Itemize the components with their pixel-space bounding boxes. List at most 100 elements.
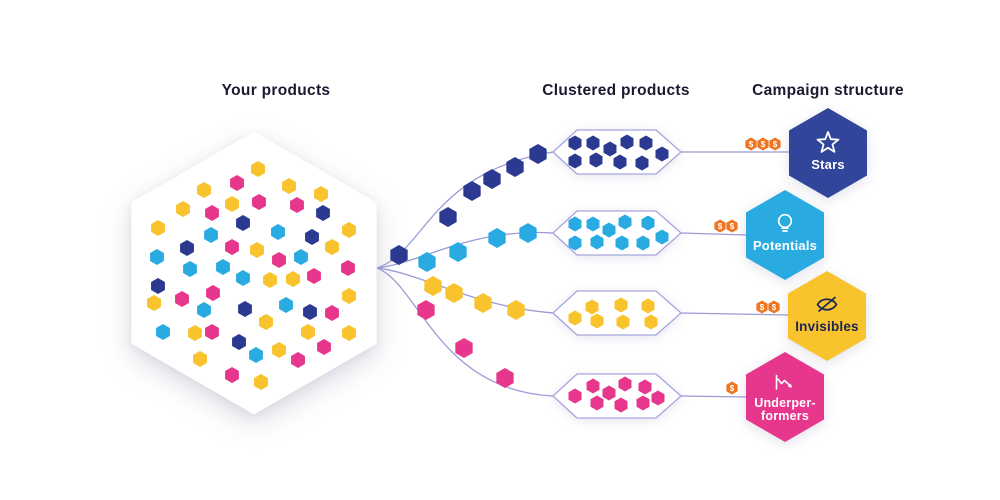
badge-underperformers-label-line1: Underper- [754, 396, 816, 410]
your-products-hexagon [131, 131, 377, 415]
product-hexagon [151, 220, 165, 236]
product-hexagon [259, 314, 273, 330]
flow-hexagon-stars [439, 207, 457, 227]
svg-text:$: $ [760, 303, 765, 312]
invisibles-hexagon [788, 271, 866, 361]
stars-hexagon [789, 108, 867, 198]
coin-icon: $ [768, 300, 780, 314]
flow-hexagon-stars [506, 157, 524, 177]
coin-icon: $ [756, 300, 768, 314]
product-hexagon [325, 239, 339, 255]
product-hexagon [232, 334, 246, 350]
flow-hexagon-potentials [418, 252, 436, 272]
svg-text:$: $ [730, 384, 735, 393]
coin-row: $$$$$$$$ [714, 137, 781, 395]
clustered-hexagon-stars [635, 155, 649, 171]
product-hexagon [175, 291, 189, 307]
cluster-containers [552, 129, 682, 419]
product-hexagon [252, 194, 266, 210]
product-hexagon [188, 325, 202, 341]
clustered-hexagon-underperformers [618, 376, 632, 392]
clustered-hexagon-underperformers [586, 378, 600, 394]
clustered-hexagon-invisibles [568, 310, 582, 326]
product-hexagon [205, 205, 219, 221]
product-hexagon [316, 205, 330, 221]
clustered-hexagon-underperformers [568, 388, 582, 404]
product-hexagon [271, 224, 285, 240]
clustered-hexagon-underperformers [638, 379, 652, 395]
badge-invisibles: Invisibles [788, 271, 866, 361]
product-hexagon [294, 249, 308, 265]
product-hexagon [197, 182, 211, 198]
product-hexagon [314, 186, 328, 202]
coin-icon: $ [769, 137, 781, 151]
product-hexagon [225, 196, 239, 212]
product-hexagon [325, 305, 339, 321]
flow-hexagon-potentials [449, 242, 467, 262]
eye-off-icon [816, 296, 838, 312]
flow-line-underperformers [376, 267, 554, 397]
svg-text:$: $ [761, 140, 766, 149]
product-hexagon [342, 325, 356, 341]
clustered-hexagon-underperformers [590, 395, 604, 411]
connector-invisibles [680, 312, 790, 316]
badge-potentials: Potentials [746, 190, 824, 280]
clustered-hexagon-potentials [636, 235, 650, 251]
product-hexagon [230, 175, 244, 191]
coin-icon: $ [714, 219, 726, 233]
product-hexagon [176, 201, 190, 217]
clustered-hexagon-invisibles [641, 298, 655, 314]
clustered-hexagon-invisibles [614, 297, 628, 313]
product-hexagon [291, 352, 305, 368]
product-hexagon [254, 374, 268, 390]
product-hexagon [250, 242, 264, 258]
product-hexagon [204, 227, 218, 243]
product-hexagon [305, 229, 319, 245]
campaign-structure-title: Campaign structure [752, 82, 904, 99]
coin-icon: $ [726, 219, 738, 233]
product-hexagon [303, 304, 317, 320]
product-hexagon [272, 252, 286, 268]
product-hexagon [236, 270, 250, 286]
clustered-hexagon-underperformers [651, 390, 665, 406]
product-hexagon [238, 301, 252, 317]
star-icon [816, 131, 840, 153]
product-hexagon [317, 339, 331, 355]
clustered-hexagon-underperformers [602, 385, 616, 401]
flow-hexagon-stars [390, 245, 408, 265]
flow-hexagon-underperformers [417, 300, 435, 320]
badge-underperformers-label-line2: formers [761, 409, 809, 423]
clustered-hexagon-stars [620, 134, 634, 150]
product-hexagon [272, 342, 286, 358]
clustered-hexagon-potentials [615, 235, 629, 251]
product-scatter [147, 161, 356, 390]
product-hexagon [205, 324, 219, 340]
product-hexagon [197, 302, 211, 318]
lightbulb-icon [777, 213, 793, 232]
clustered-hexagon-potentials [568, 235, 582, 251]
product-hexagon [216, 259, 230, 275]
flow-hexagon-stars [483, 169, 501, 189]
clustered-hexagon-stars [603, 141, 617, 157]
flow-hexagon-potentials [488, 228, 506, 248]
product-hexagon [341, 260, 355, 276]
product-hexagon [290, 197, 304, 213]
flow-hexagon-stars [463, 181, 481, 201]
clustered-hexagon-potentials [618, 214, 632, 230]
svg-text:$: $ [730, 222, 735, 231]
clustered-hexagon-potentials [568, 216, 582, 232]
clustered-hexagon-potentials [586, 216, 600, 232]
product-hexagon [249, 347, 263, 363]
product-hexagon [301, 324, 315, 340]
flow-hexagon-invisibles [507, 300, 525, 320]
product-hexagon [236, 215, 250, 231]
badge-stars-label: Stars [811, 157, 845, 172]
product-hexagon [251, 161, 265, 177]
clustered-hexagon-potentials [655, 229, 669, 245]
svg-text:$: $ [773, 140, 778, 149]
product-hexagon [263, 272, 277, 288]
clustered-hexagon-stars [639, 135, 653, 151]
chart-down-icon [775, 374, 792, 390]
product-hexagon [279, 297, 293, 313]
badge-invisibles-label: Invisibles [795, 319, 859, 334]
